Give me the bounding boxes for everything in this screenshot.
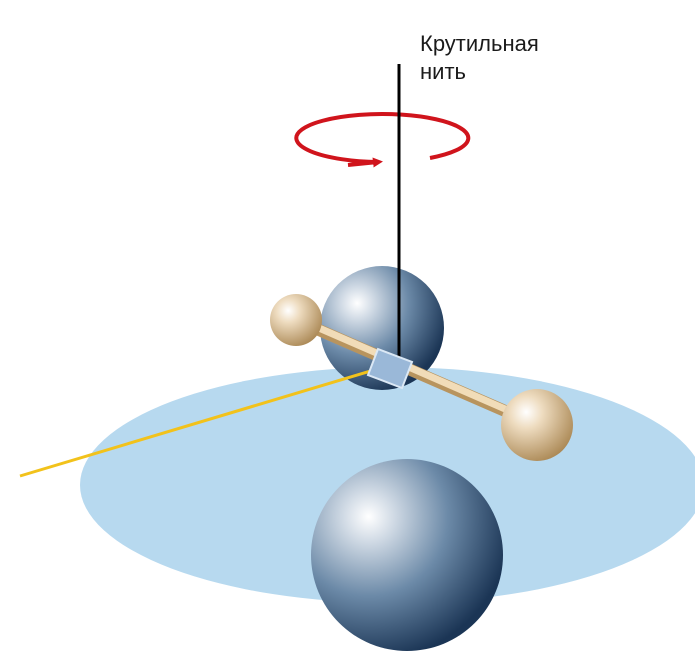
torsion-rod xyxy=(290,314,541,430)
light-beam xyxy=(19,362,395,478)
mirror xyxy=(366,347,414,390)
lower-large-sphere xyxy=(311,459,503,651)
thread-label-line1: Крутильная xyxy=(420,31,539,56)
thread-label-line2: нить xyxy=(420,59,466,84)
small-sphere-left xyxy=(270,294,322,346)
rotation-arrow xyxy=(294,112,471,168)
small-sphere-right xyxy=(501,389,573,461)
upper-large-sphere xyxy=(320,266,444,390)
thread-label: Крутильная нить xyxy=(420,30,595,86)
